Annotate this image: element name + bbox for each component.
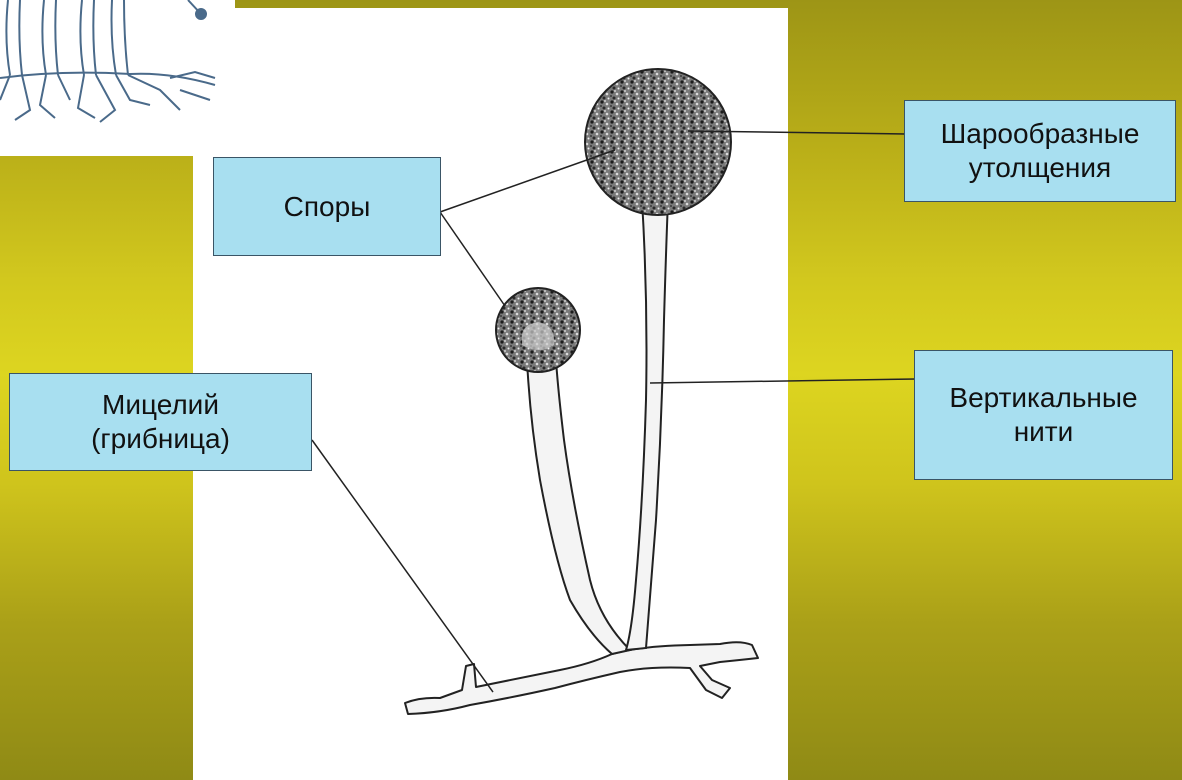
mycelium-hypha: [405, 642, 758, 714]
label-spherical-thickenings: Шарообразные утолщения: [904, 100, 1176, 202]
vertical-hypha-short: [527, 360, 630, 654]
label-mycelium: Мицелий (грибница): [9, 373, 312, 471]
label-spores: Споры: [213, 157, 441, 256]
vertical-hypha-tall: [626, 200, 668, 650]
label-vertical-threads: Вертикальные нити: [914, 350, 1173, 480]
small-sporangium: [496, 288, 580, 372]
large-sporangium: [585, 69, 731, 215]
small-mold-illustration: [0, 0, 215, 122]
